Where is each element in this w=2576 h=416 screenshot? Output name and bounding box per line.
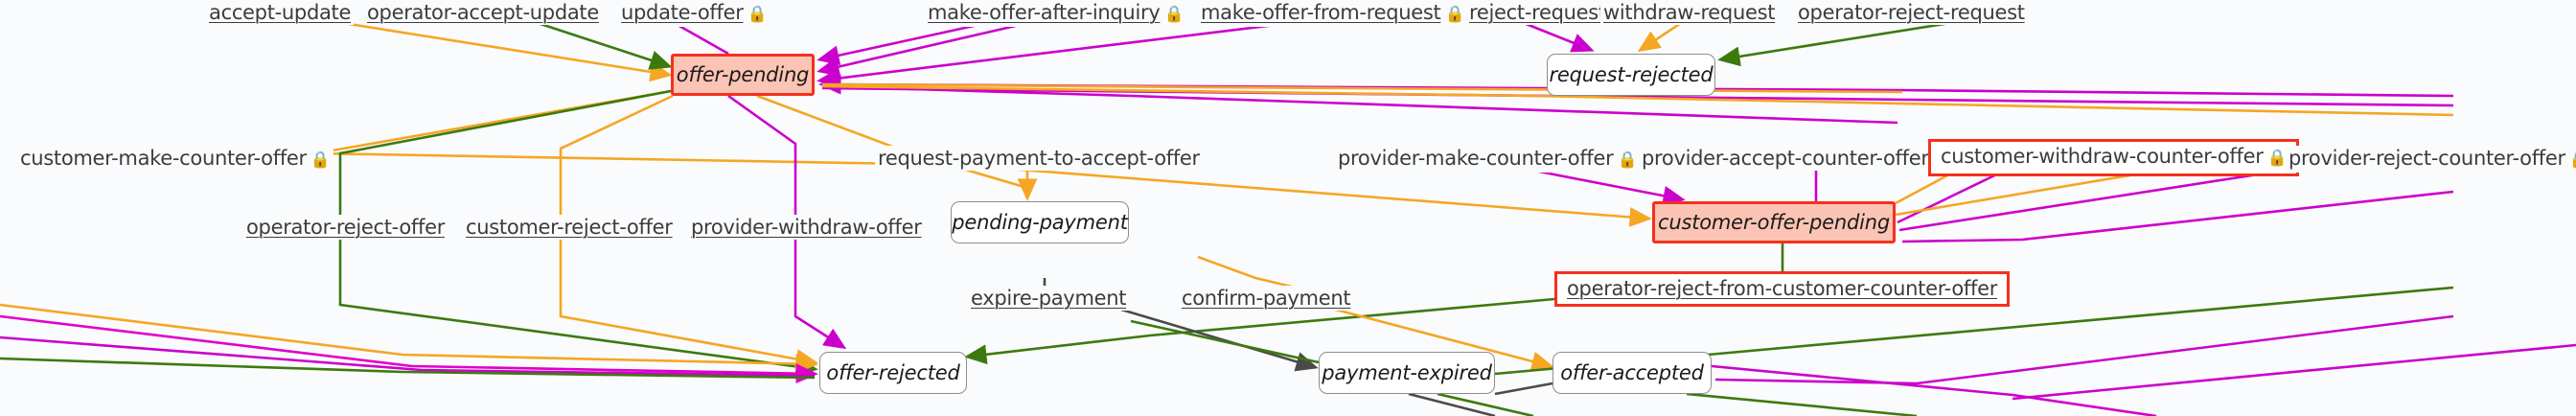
- node-label: offer-rejected: [826, 361, 960, 384]
- edge-label-reject-request[interactable]: reject-request: [1466, 0, 1609, 25]
- edge-operator-reject-from-customer-counter-offer: [964, 297, 1555, 365]
- edge-green-op-reject-a: [338, 89, 672, 216]
- edge-label-provider-make-counter-offer[interactable]: provider-make-counter-offer🔒: [1335, 146, 1641, 173]
- node-offer-rejected[interactable]: offer-rejected: [819, 352, 967, 394]
- edge-accept-update: [330, 19, 673, 82]
- edge-label-operator-reject-request[interactable]: operator-reject-request: [1795, 0, 2028, 25]
- edge-payment-expired-out-dark: [1494, 381, 1553, 396]
- edge-label-customer-withdraw-counter-offer[interactable]: customer-withdraw-counter-offer🔒: [1928, 139, 2300, 176]
- edge-label-update-offer[interactable]: update-offer🔒: [618, 0, 770, 27]
- edge-label-confirm-payment[interactable]: confirm-payment: [1179, 286, 1354, 311]
- edge-operator-reject-request: [1717, 17, 1975, 67]
- lock-icon: 🔒: [2569, 150, 2576, 170]
- edge-confirm-payment-stub: [1197, 255, 1297, 289]
- edge-label-provider-accept-counter-offer[interactable]: provider-accept-counter-offer: [1639, 146, 1932, 171]
- edge-rpta-a: [756, 94, 1028, 190]
- node-customer-offer-pending[interactable]: customer-offer-pending: [1652, 201, 1896, 243]
- edge-label-make-offer-after-inquiry[interactable]: make-offer-after-inquiry🔒: [925, 0, 1187, 27]
- edge-provider-withdraw-offer: [794, 230, 847, 350]
- edge-label-provider-withdraw-offer[interactable]: provider-withdraw-offer: [688, 215, 925, 240]
- edge-far-right-to-accepted: [1714, 314, 2454, 385]
- edge-label-withdraw-request[interactable]: withdraw-request: [1600, 0, 1779, 25]
- node-request-rejected[interactable]: request-rejected: [1547, 54, 1715, 96]
- lock-icon: 🔒: [1444, 5, 1465, 24]
- edge-label-operator-reject-offer[interactable]: operator-reject-offer: [243, 215, 448, 240]
- edge-offer-accepted-out-green: [1686, 392, 1918, 416]
- edge-make-offer-from-request: [816, 17, 1323, 88]
- edge-operator-reject-offer: [338, 230, 818, 377]
- edge-magenta-long-c: [821, 84, 1898, 125]
- edge-label-customer-make-counter-offer[interactable]: customer-make-counter-offer🔒: [17, 146, 334, 173]
- edge-magenta-provwd-a: [727, 94, 797, 216]
- edge-payment-expired-out-green: [1437, 392, 1534, 416]
- lock-icon: 🔒: [2266, 149, 2288, 168]
- edge-long-left-green: [0, 357, 816, 380]
- node-label: request-rejected: [1549, 63, 1714, 86]
- edge-customer-reject-offer: [559, 230, 818, 369]
- edge-label-make-offer-from-request[interactable]: make-offer-from-request🔒: [1198, 0, 1468, 27]
- edge-right-magenta-into-cop: [1901, 190, 2454, 243]
- lock-icon: 🔒: [1163, 5, 1184, 24]
- edge-expire-payment: [1111, 305, 1319, 372]
- edge-operator-accept-update: [531, 19, 673, 70]
- node-payment-expired[interactable]: payment-expired: [1319, 352, 1495, 394]
- node-offer-accepted[interactable]: offer-accepted: [1552, 352, 1712, 394]
- edge-long-left-magenta-b: [0, 335, 816, 378]
- edge-label-expire-payment[interactable]: expire-payment: [968, 286, 1130, 311]
- node-label: pending-payment: [952, 211, 1128, 234]
- edge-make-offer-after-inquiry: [816, 17, 1046, 77]
- edge-orange-long-right-b: [821, 82, 1903, 94]
- edge-label-provider-reject-counter-offer[interactable]: provider-reject-counter-offer🔒: [2286, 146, 2576, 173]
- node-pending-payment[interactable]: pending-payment: [951, 201, 1129, 243]
- node-label: offer-pending: [676, 63, 810, 86]
- node-label: payment-expired: [1322, 361, 1492, 384]
- edge-orange-long-right: [821, 84, 2454, 117]
- lock-icon: 🔒: [747, 5, 768, 24]
- edge-long-left-magenta: [0, 314, 818, 384]
- edge-long-left-orange: [0, 303, 818, 374]
- node-label: customer-offer-pending: [1658, 211, 1890, 234]
- edge-label-accept-update[interactable]: accept-update: [206, 0, 355, 25]
- node-offer-pending[interactable]: offer-pending: [671, 54, 815, 96]
- edge-payment-expired-out-dark-b: [1408, 392, 1496, 416]
- edge-label-request-payment-to-accept-offer[interactable]: request-payment-to-accept-offer: [875, 146, 1203, 171]
- node-label: offer-accepted: [1560, 361, 1704, 384]
- lock-icon: 🔒: [1617, 150, 1638, 170]
- edge-orange-cust-reject-a: [559, 94, 674, 216]
- edge-label-operator-reject-from-customer-counter-offer[interactable]: operator-reject-from-customer-counter-of…: [1554, 271, 2011, 307]
- edge-label-customer-reject-offer[interactable]: customer-reject-offer: [463, 215, 676, 240]
- edge-green-mid-bottom: [1130, 319, 1320, 364]
- edge-offer-accepted-out-magenta: [1711, 364, 2157, 416]
- edge-far-right-tail: [2012, 343, 2576, 401]
- edge-label-operator-accept-update[interactable]: operator-accept-update: [364, 0, 602, 25]
- lock-icon: 🔒: [310, 150, 331, 170]
